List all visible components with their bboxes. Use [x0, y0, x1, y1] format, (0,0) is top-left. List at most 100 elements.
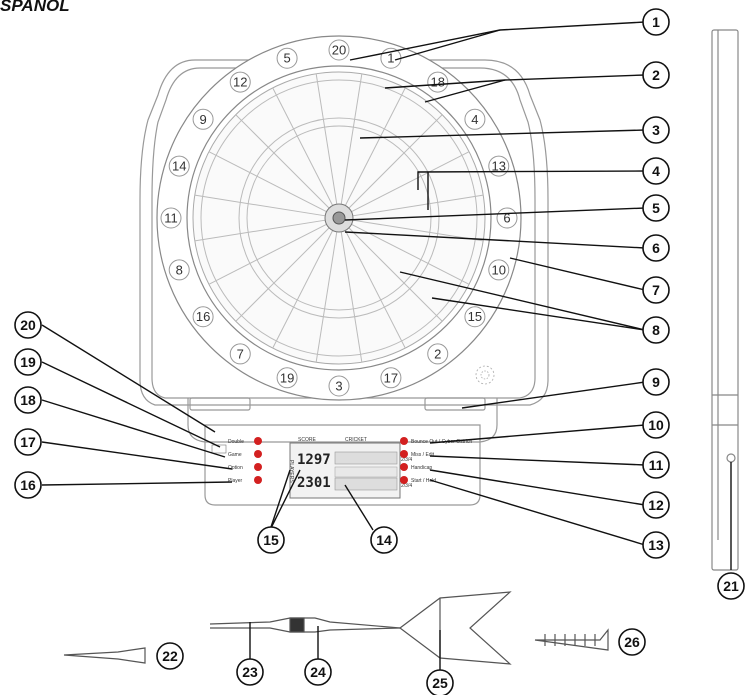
game-button[interactable]: [254, 450, 262, 458]
cricket-label: CRICKET: [345, 437, 367, 443]
dart-barrel: [209, 617, 401, 629]
power-switch[interactable]: [211, 444, 227, 454]
number-plate: [192, 108, 214, 130]
callout-circle: [14, 471, 42, 499]
segment-divider: [272, 87, 334, 206]
callout-number: 15: [263, 532, 279, 548]
callout-circle: [618, 628, 646, 656]
ring-number: 17: [384, 370, 398, 385]
segment-divider: [344, 230, 406, 349]
cabinet: [139, 59, 549, 506]
segment-divider: [208, 151, 327, 213]
cricket-segments-top: [334, 451, 398, 465]
callout-number: 3: [652, 122, 660, 138]
dart-parts: [63, 591, 609, 665]
button-label-game: Game: [228, 452, 242, 458]
callout-circle: [642, 157, 670, 185]
callout-number: 18: [20, 392, 36, 408]
cricket-segments-bottom: [334, 477, 398, 491]
ring-number: 15: [468, 309, 482, 324]
segment-divider: [348, 114, 443, 209]
callout-number: 20: [20, 317, 36, 333]
miss-edit-button[interactable]: [400, 450, 408, 458]
callout-circle: [642, 491, 670, 519]
callout-circle: [642, 531, 670, 559]
segment-divider: [194, 194, 326, 217]
row-suffix-bottom: 2/3/4: [401, 483, 412, 489]
button-label-miss-edit: Miss / Edit: [411, 452, 435, 458]
segment-divider: [340, 73, 363, 205]
callout-circle: [14, 348, 42, 376]
callout-number: 21: [723, 578, 739, 594]
button-label-handicap: Handicap: [411, 465, 432, 471]
score-readout-top: 1297: [297, 452, 331, 468]
barrel-grip: [289, 617, 305, 633]
double-button[interactable]: [254, 437, 262, 445]
leader-lines: [41, 21, 732, 680]
spare-screw: [534, 628, 609, 651]
number-plate: [276, 47, 298, 69]
bounce-out-button[interactable]: [400, 437, 408, 445]
cricket-segments-middle: [334, 466, 398, 478]
callout-circle: [236, 658, 264, 686]
ring-number: 1: [387, 51, 394, 66]
callout-circle: [426, 669, 454, 695]
segment-divider: [272, 230, 334, 349]
segment-divider: [351, 223, 470, 285]
option-button[interactable]: [254, 463, 262, 471]
callout-circle: [156, 642, 184, 670]
outer-single-area: [200, 79, 478, 357]
callout-number: 2: [652, 67, 660, 83]
callout-number: 23: [242, 664, 258, 680]
segment-divider: [235, 227, 330, 322]
player-button[interactable]: [254, 476, 262, 484]
callout-number: 4: [652, 163, 660, 179]
ring-number: 11: [164, 211, 178, 226]
ring-number: 6: [503, 211, 510, 226]
ring-number: 3: [335, 379, 342, 394]
number-plate: [229, 71, 251, 93]
button-label-start-hold: Start / Hold: [411, 478, 436, 484]
callout-number: 12: [648, 497, 664, 513]
number-plate: [488, 259, 510, 281]
callout-number: 11: [649, 457, 664, 473]
left-buttons: Double Game Option Player: [211, 437, 262, 484]
triple-ring-inner: [246, 125, 432, 311]
power-jack: [726, 453, 736, 463]
ring-number: 19: [280, 370, 294, 385]
handicap-button[interactable]: [400, 463, 408, 471]
ring-number: 10: [492, 262, 506, 277]
callout-circle: [642, 234, 670, 262]
number-plate: [464, 108, 486, 130]
dart-flight: [399, 591, 512, 665]
ring-number: 9: [199, 112, 206, 127]
number-plate: [427, 343, 449, 365]
callout-number: 1: [652, 14, 660, 30]
segment-divider: [208, 223, 327, 285]
start-hold-button[interactable]: [400, 476, 408, 484]
callout-number: 16: [20, 477, 36, 493]
callout-circle: [14, 311, 42, 339]
ring-number: 16: [196, 309, 210, 324]
ring-number: 20: [332, 43, 346, 58]
segment-divider: [352, 194, 484, 217]
callout-number: 26: [624, 634, 640, 650]
callout-number: 7: [652, 282, 660, 298]
number-plate: [160, 207, 182, 229]
callout-circle: [257, 526, 285, 554]
dartboard: [192, 71, 486, 365]
number-plate: [380, 367, 402, 389]
callout-circle: [642, 316, 670, 344]
bullseye: [332, 211, 346, 225]
ring-number: 2: [434, 346, 441, 361]
callout-number: 9: [652, 374, 660, 390]
number-plate: [168, 155, 190, 177]
score-readout-bottom: 2301: [297, 475, 331, 491]
callout-circle: [642, 8, 670, 36]
segment-divider: [340, 231, 363, 363]
callout-number: 5: [652, 200, 660, 216]
number-plate: [427, 71, 449, 93]
